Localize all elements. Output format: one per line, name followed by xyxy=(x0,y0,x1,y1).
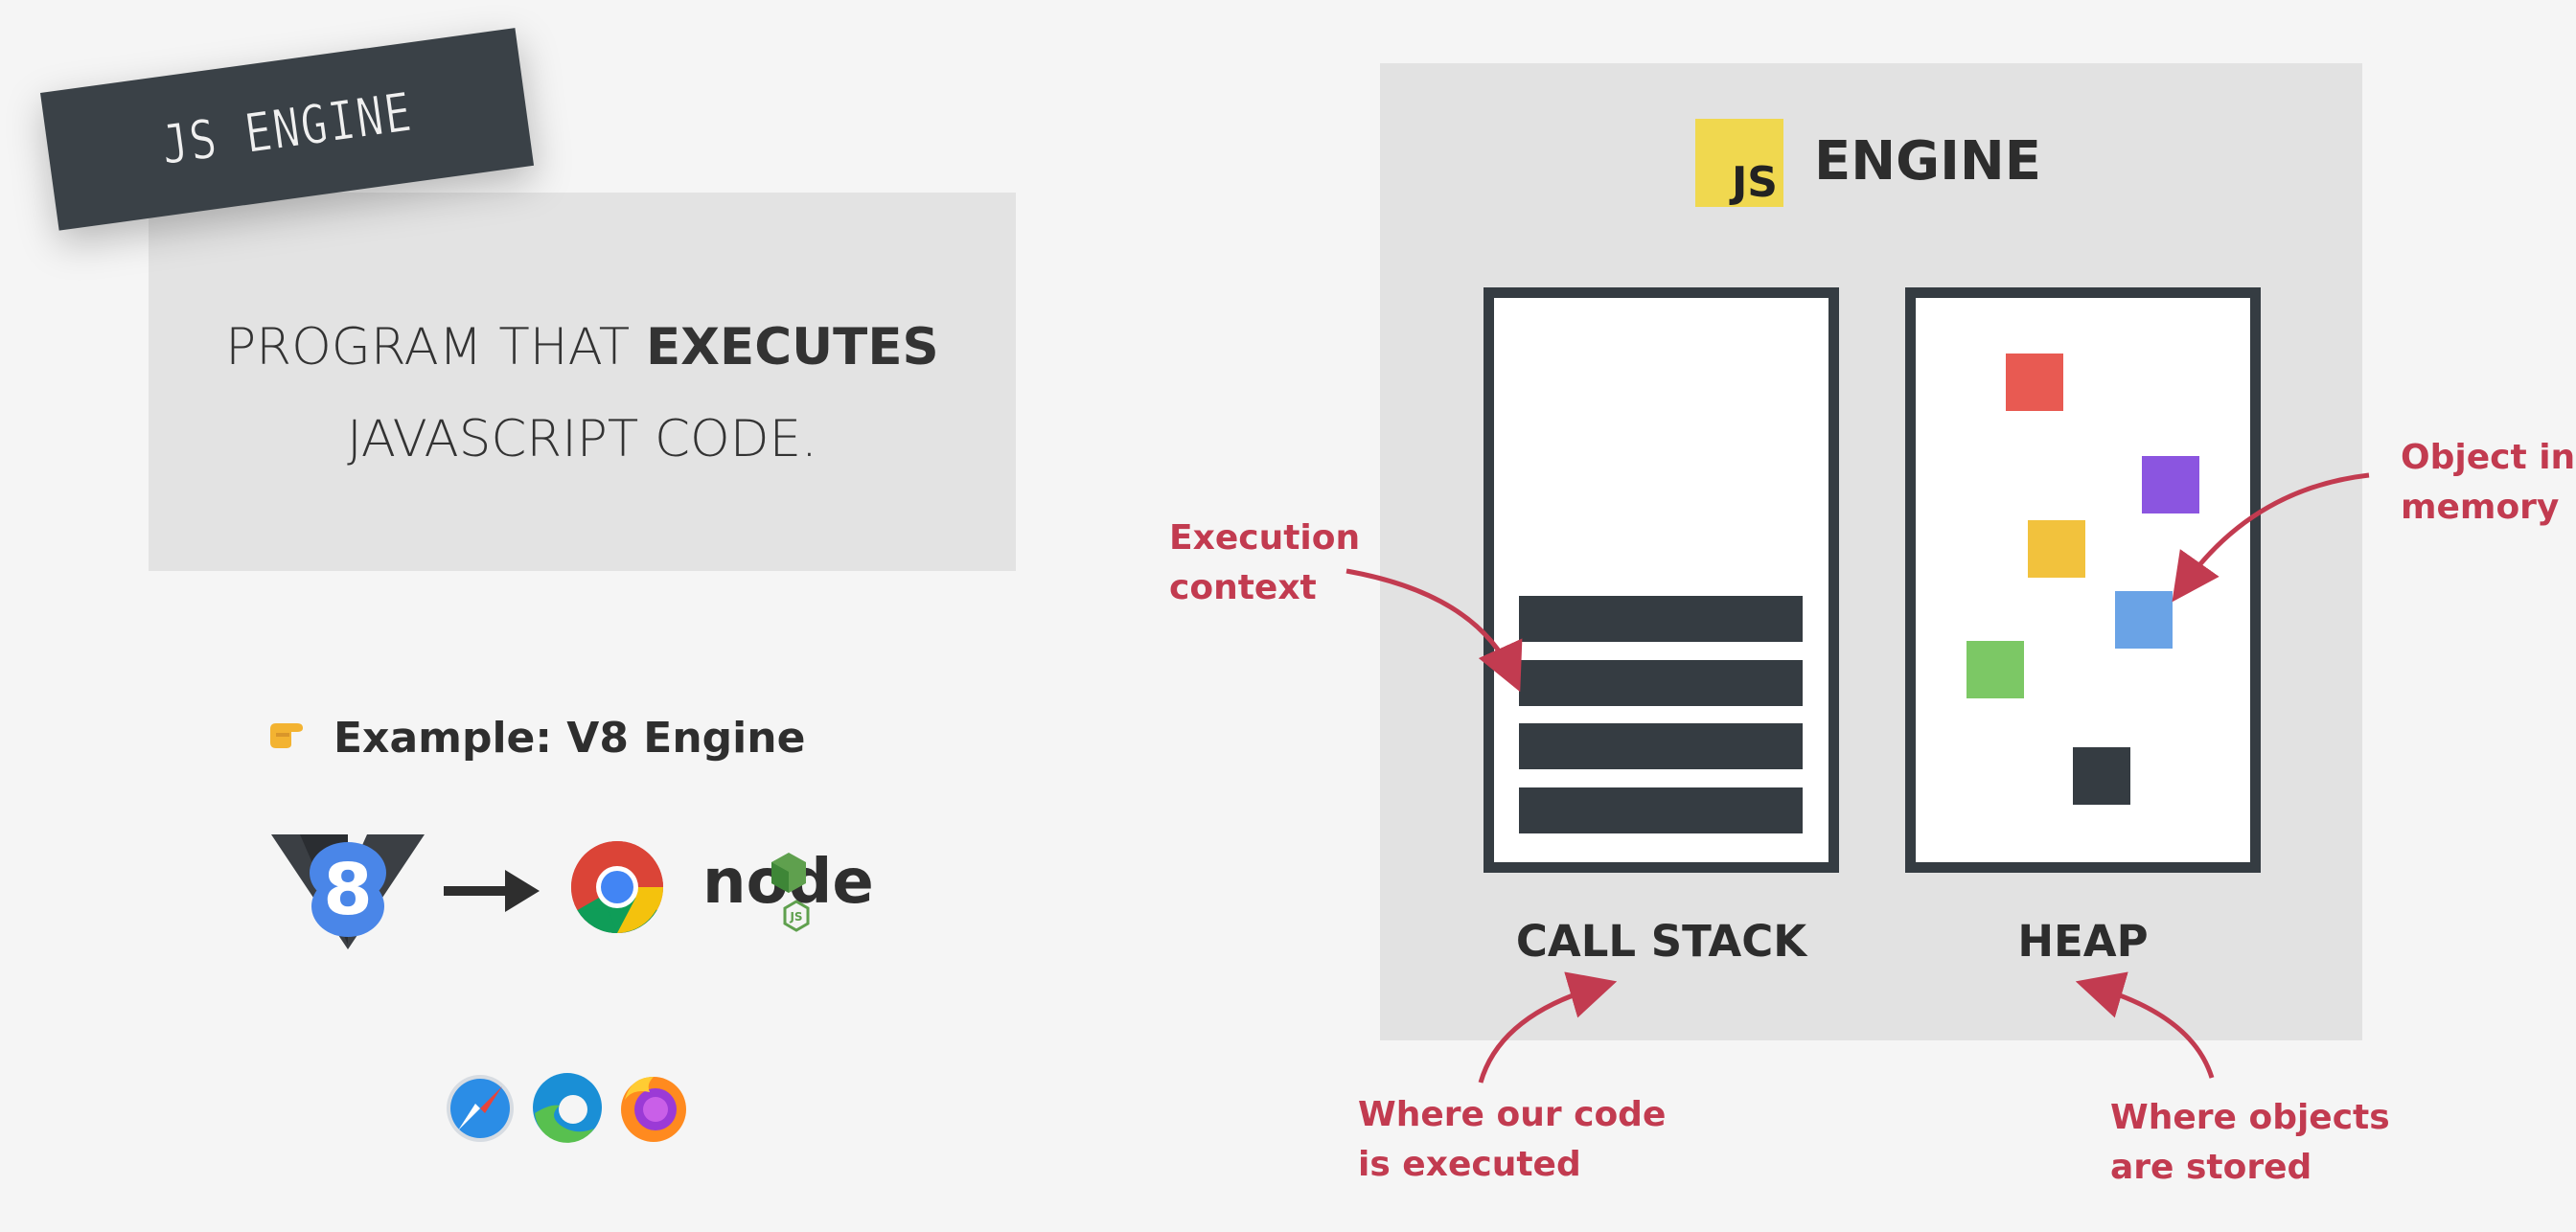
js-logo-text: JS xyxy=(1731,158,1778,207)
v8-logo-icon: 8 xyxy=(271,830,425,954)
definition-line2: JAVASCRIPT CODE. xyxy=(347,410,817,468)
annotation-line: are stored xyxy=(2110,1148,2312,1187)
arrow-right-icon xyxy=(444,870,540,912)
execution-context-frame xyxy=(1519,660,1803,706)
annotation-line: is executed xyxy=(1358,1145,1581,1184)
call-stack-box xyxy=(1484,287,1839,873)
annotation-execution-context: Execution context xyxy=(1169,513,1360,613)
chrome-logo-icon xyxy=(569,839,665,935)
annotation-line: Execution xyxy=(1169,518,1361,558)
heap-object xyxy=(2115,591,2173,649)
arrow-execution-context xyxy=(1346,568,1523,693)
definition-line1-bold: EXECUTES xyxy=(645,318,939,376)
annotation-where-objects: Where objects are stored xyxy=(2110,1093,2390,1193)
execution-context-frame xyxy=(1519,723,1803,769)
annotation-object-in-memory: Object in memory xyxy=(2401,433,2575,533)
heap-label: HEAP xyxy=(2017,916,2149,967)
call-stack-label: CALL STACK xyxy=(1515,916,1807,967)
execution-context-frame xyxy=(1519,787,1803,833)
definition-text: PROGRAM THAT EXECUTES JAVASCRIPT CODE. xyxy=(149,302,1016,486)
heap-object xyxy=(1966,641,2024,698)
heap-object xyxy=(2073,747,2130,805)
v8-digit: 8 xyxy=(323,849,373,931)
example-row: Example: V8 Engine xyxy=(268,709,805,766)
annotation-line: Object in xyxy=(2401,438,2576,477)
definition-card xyxy=(149,193,1016,571)
annotation-line: Where objects xyxy=(2110,1098,2390,1137)
js-logo-icon: JS xyxy=(1695,119,1783,207)
annotation-line: context xyxy=(1169,568,1317,607)
heap-object xyxy=(2142,456,2199,513)
arrow-object-in-memory xyxy=(2172,472,2370,603)
execution-context-frame xyxy=(1519,596,1803,642)
firefox-logo-icon xyxy=(617,1071,690,1144)
node-js-badge: JS xyxy=(789,910,802,924)
annotation-where-code: Where our code is executed xyxy=(1358,1090,1666,1190)
heap-object xyxy=(2006,354,2063,411)
pointing-hand-icon xyxy=(268,717,334,759)
definition-line1-prefix: PROGRAM THAT xyxy=(225,318,646,376)
arrow-where-objects xyxy=(2075,971,2215,1079)
heap-object xyxy=(2028,520,2085,578)
annotation-line: Where our code xyxy=(1358,1095,1667,1134)
annotation-line: memory xyxy=(2401,488,2560,527)
safari-logo-icon xyxy=(445,1073,516,1144)
example-label: Example: V8 Engine xyxy=(334,713,806,763)
nodejs-logo-icon: node JS xyxy=(702,835,875,941)
engine-title: ENGINE xyxy=(1814,130,2042,193)
edge-logo-icon xyxy=(531,1071,604,1144)
arrow-where-code xyxy=(1478,971,1618,1084)
